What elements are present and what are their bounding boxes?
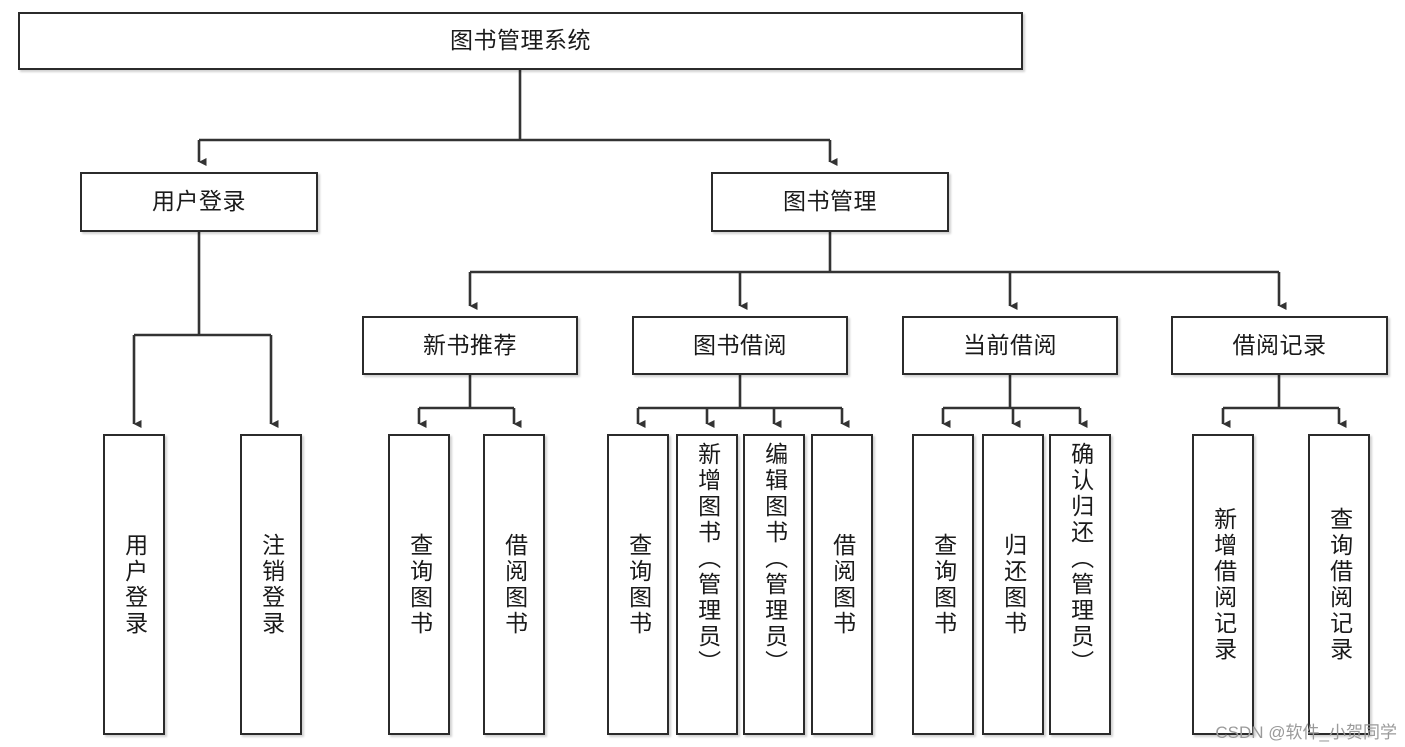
node-book-borrow[interactable]: 图书借阅 [632,316,848,375]
leaf-add-book-admin[interactable]: 新增图书（管理员） [676,434,738,735]
leaf-return-book[interactable]: 归还图书 [982,434,1044,735]
node-root[interactable]: 图书管理系统 [18,12,1023,70]
node-user-login[interactable]: 用户登录 [80,172,318,232]
leaf-edit-book-admin[interactable]: 编辑图书（管理员） [743,434,805,735]
leaf-user-login-label: 用户登录 [121,532,148,637]
node-user-login-label: 用户登录 [152,188,246,215]
csdn-watermark: CSDN @软件_小贺同学 [1215,723,1397,742]
leaf-confirm-return-admin[interactable]: 确认归还（管理员） [1049,434,1111,735]
leaf-query-book-borrow-label: 查询图书 [625,532,652,637]
leaf-add-borrow-record-label: 新增借阅记录 [1210,506,1237,663]
node-root-label: 图书管理系统 [450,27,591,54]
node-current-borrow[interactable]: 当前借阅 [902,316,1118,375]
node-new-book-recommend[interactable]: 新书推荐 [362,316,578,375]
leaf-user-login[interactable]: 用户登录 [103,434,165,735]
leaf-confirm-return-admin-label: 确认归还（管理员） [1067,442,1094,676]
node-book-borrow-label: 图书借阅 [693,331,787,358]
node-current-borrow-label: 当前借阅 [963,331,1057,358]
leaf-borrow-book-recommend[interactable]: 借阅图书 [483,434,545,735]
leaf-query-book-recommend-label: 查询图书 [406,532,433,637]
node-borrow-record-label: 借阅记录 [1232,331,1327,358]
leaf-query-borrow-record-label: 查询借阅记录 [1326,506,1353,663]
leaf-edit-book-admin-label: 编辑图书（管理员） [761,442,788,676]
leaf-borrow-book[interactable]: 借阅图书 [811,434,873,735]
leaf-add-borrow-record[interactable]: 新增借阅记录 [1192,434,1254,735]
leaf-query-borrow-record[interactable]: 查询借阅记录 [1308,434,1370,735]
node-book-management[interactable]: 图书管理 [711,172,949,232]
leaf-return-book-label: 归还图书 [1000,532,1027,637]
node-book-management-label: 图书管理 [783,188,877,215]
leaf-logout[interactable]: 注销登录 [240,434,302,735]
leaf-add-book-admin-label: 新增图书（管理员） [694,442,721,676]
leaf-query-book-current[interactable]: 查询图书 [912,434,974,735]
leaf-query-book-borrow[interactable]: 查询图书 [607,434,669,735]
leaf-logout-label: 注销登录 [258,532,285,637]
leaf-borrow-book-label: 借阅图书 [829,532,856,637]
leaf-query-book-current-label: 查询图书 [930,532,957,637]
leaf-borrow-book-recommend-label: 借阅图书 [501,532,528,637]
node-borrow-record[interactable]: 借阅记录 [1171,316,1388,375]
node-new-book-recommend-label: 新书推荐 [423,331,517,358]
leaf-query-book-recommend[interactable]: 查询图书 [388,434,450,735]
